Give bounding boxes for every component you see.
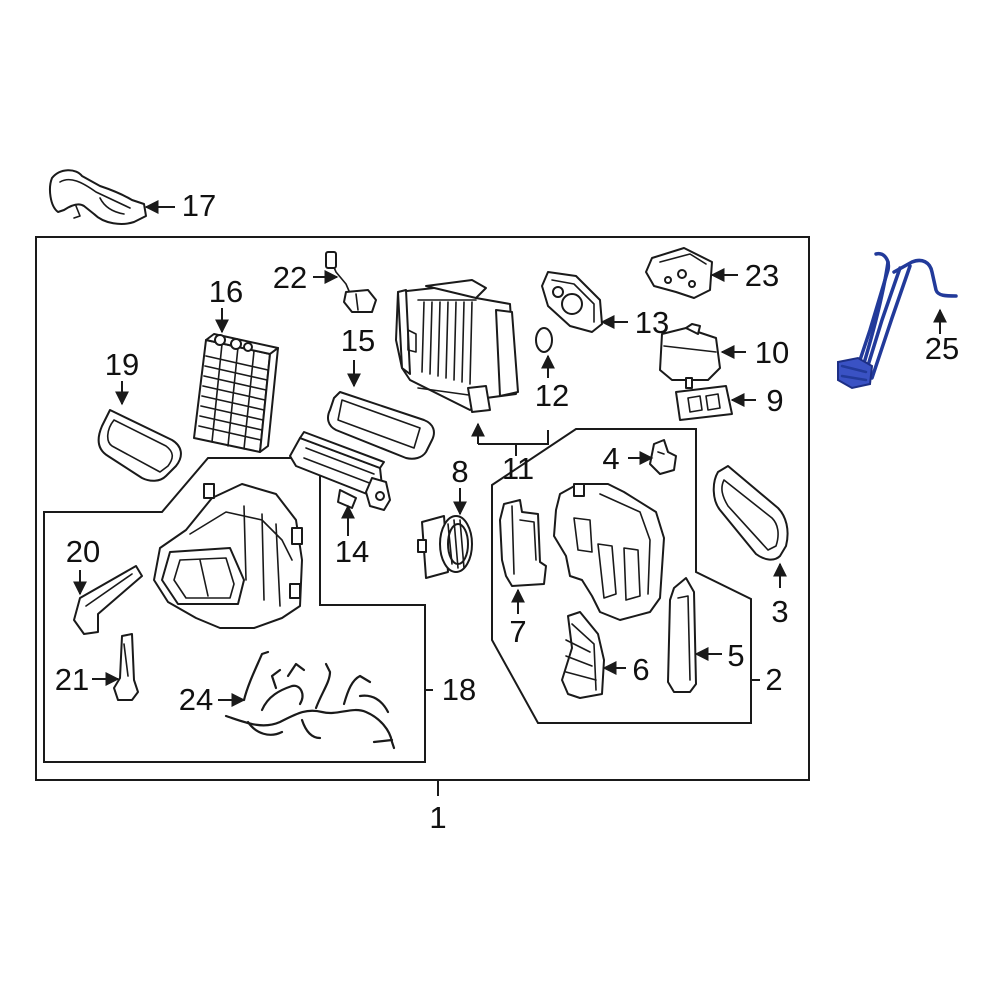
subassembly-18-frame [43, 457, 426, 763]
callout-6: 6 [632, 652, 649, 687]
callout-14: 14 [335, 534, 369, 569]
callout-1: 1 [429, 800, 446, 835]
part-4-clip[interactable] [649, 439, 677, 475]
part-14-filter-housing[interactable] [289, 431, 391, 511]
part-2-housing[interactable] [553, 483, 665, 621]
part-11-evaporator[interactable] [395, 279, 519, 413]
part-19-seal[interactable] [97, 409, 182, 482]
callout-10: 10 [755, 335, 789, 370]
callout-labels: 1 2 3 4 5 6 7 8 9 10 11 12 13 14 15 16 1… [55, 188, 959, 835]
callout-13: 13 [635, 305, 669, 340]
callout-19: 19 [105, 347, 139, 382]
part-21-sensor[interactable] [113, 633, 139, 701]
callout-24: 24 [179, 682, 213, 717]
part-20-duct[interactable] [73, 565, 143, 635]
callout-8: 8 [451, 454, 468, 489]
part-24-wiring-harness[interactable] [224, 650, 396, 750]
callout-20: 20 [66, 534, 100, 569]
callout-3: 3 [771, 594, 788, 629]
callout-4: 4 [602, 441, 619, 476]
part-16-heater-core[interactable] [193, 333, 279, 453]
part-25-tube-highlighted[interactable] [837, 251, 958, 390]
part-18-hvac-case[interactable] [153, 483, 303, 629]
callout-25: 25 [925, 331, 959, 366]
callout-12: 12 [535, 378, 569, 413]
callout-15: 15 [341, 323, 375, 358]
leader-11-bracket [478, 430, 549, 445]
part-23-cover[interactable] [645, 247, 713, 299]
callout-22: 22 [273, 260, 307, 295]
callout-2: 2 [765, 662, 782, 697]
callout-21: 21 [55, 662, 89, 697]
subassembly-2-frame [491, 428, 752, 724]
part-17-hose[interactable] [49, 169, 147, 225]
callout-5: 5 [727, 638, 744, 673]
callout-9: 9 [766, 383, 783, 418]
callout-17: 17 [182, 188, 216, 223]
callout-23: 23 [745, 258, 779, 293]
callout-16: 16 [209, 274, 243, 309]
part-12-o-ring[interactable] [535, 327, 553, 353]
part-15-gasket[interactable] [327, 391, 435, 460]
part-9-module[interactable] [675, 385, 733, 421]
part-13-plate[interactable] [541, 271, 603, 333]
callout-11: 11 [502, 451, 534, 486]
part-8-blower-motor[interactable] [417, 515, 473, 579]
part-7-bracket[interactable] [499, 499, 547, 587]
part-6-door[interactable] [561, 611, 605, 699]
part-3-seal[interactable] [712, 465, 789, 561]
callout-18: 18 [442, 672, 476, 707]
part-5-flap[interactable] [667, 577, 697, 693]
main-assembly-frame [35, 236, 810, 781]
part-22-sensor[interactable] [325, 251, 377, 313]
part-10-actuator[interactable] [659, 323, 721, 389]
callout-7: 7 [509, 614, 526, 649]
